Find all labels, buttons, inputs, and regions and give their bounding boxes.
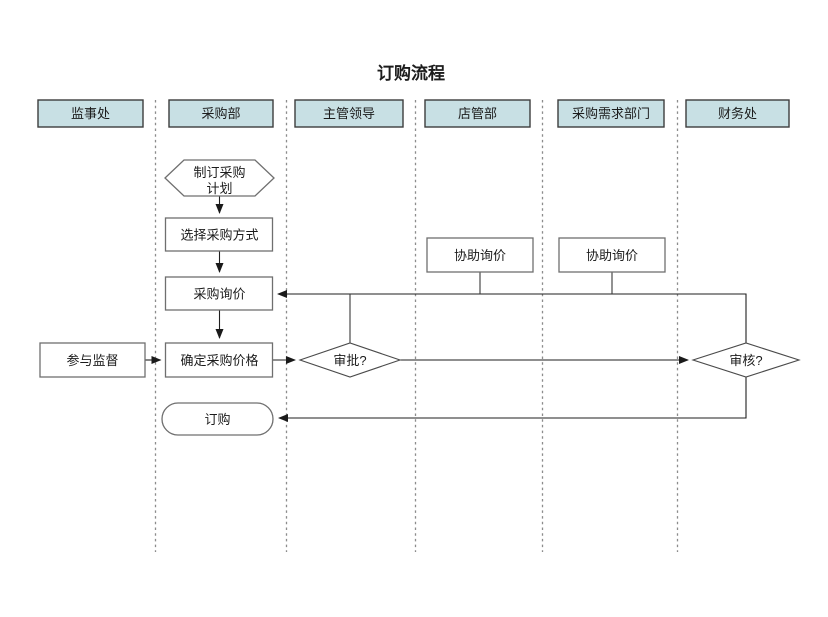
node-label: 审批? <box>333 353 366 368</box>
lane-header-box <box>557 99 665 128</box>
node-purchase-inquiry: 采购询价 <box>164 276 274 311</box>
node-label: 选择采购方式 <box>180 228 258 243</box>
process-shape <box>39 342 146 378</box>
process-shape <box>426 237 534 273</box>
decision-shape <box>691 342 801 378</box>
process-shape <box>558 237 666 273</box>
node-make-purchase-plan: 制订采购 计划 <box>164 159 275 197</box>
process-shape <box>164 276 274 311</box>
lane-header-box <box>685 99 790 128</box>
lane-header-demand-dept: 采购需求部门 <box>557 99 665 128</box>
node-label: 协助询价 <box>586 248 638 263</box>
lane-headers: 监事处 采购部 主管领导 店管部 采购需求部门 财务处 <box>37 99 790 128</box>
node-label-line1: 制订采购 <box>193 165 245 180</box>
node-assist-inquiry-store: 协助询价 <box>426 237 534 273</box>
nodes: 制订采购 计划 选择采购方式 采购询价 确定采购价格 订购 参与 <box>39 159 801 436</box>
node-choose-purchase-method: 选择采购方式 <box>164 217 274 252</box>
process-shape <box>164 342 274 378</box>
node-label: 订购 <box>204 412 230 427</box>
node-participate-supervision: 参与监督 <box>39 342 146 378</box>
node-label: 参与监督 <box>66 353 118 368</box>
lane-header-label: 主管领导 <box>323 106 375 121</box>
node-determine-purchase-price: 确定采购价格 <box>164 342 274 378</box>
lane-header-purchasing-dept: 采购部 <box>168 99 274 128</box>
connectors <box>145 196 747 422</box>
node-assist-inquiry-demand: 协助询价 <box>558 237 666 273</box>
lane-header-box <box>424 99 531 128</box>
lane-header-label: 财务处 <box>718 106 757 121</box>
node-label: 协助询价 <box>454 248 506 263</box>
node-label: 审核? <box>729 353 762 368</box>
diagram-title: 订购流程 <box>377 63 445 83</box>
hexagon-shape <box>164 159 275 197</box>
decision-shape <box>298 342 402 378</box>
process-shape <box>164 217 274 252</box>
lane-header-supervisor-leader: 主管领导 <box>294 99 404 128</box>
terminator-shape <box>161 402 274 436</box>
node-label: 确定采购价格 <box>180 353 258 368</box>
lane-header-label: 监事处 <box>71 106 110 121</box>
node-review-decision: 审核? <box>691 342 801 378</box>
connector-review-to-order <box>278 377 747 422</box>
lane-header-label: 店管部 <box>458 106 497 121</box>
node-approve-decision: 审批? <box>298 342 402 378</box>
lane-header-box <box>294 99 404 128</box>
connector-feedback-to-inquiry <box>277 290 747 343</box>
lane-header-label: 采购需求部门 <box>572 106 650 121</box>
node-label: 采购询价 <box>193 287 245 302</box>
lane-header-supervisory-office: 监事处 <box>37 99 144 128</box>
node-order: 订购 <box>161 402 274 436</box>
lane-header-store-management-dept: 店管部 <box>424 99 531 128</box>
lane-header-finance-office: 财务处 <box>685 99 790 128</box>
lane-header-box <box>168 99 274 128</box>
node-label-line2: 计划 <box>206 181 232 196</box>
lane-header-box <box>37 99 144 128</box>
lane-header-label: 采购部 <box>201 106 240 121</box>
lane-dividers <box>154 100 679 552</box>
